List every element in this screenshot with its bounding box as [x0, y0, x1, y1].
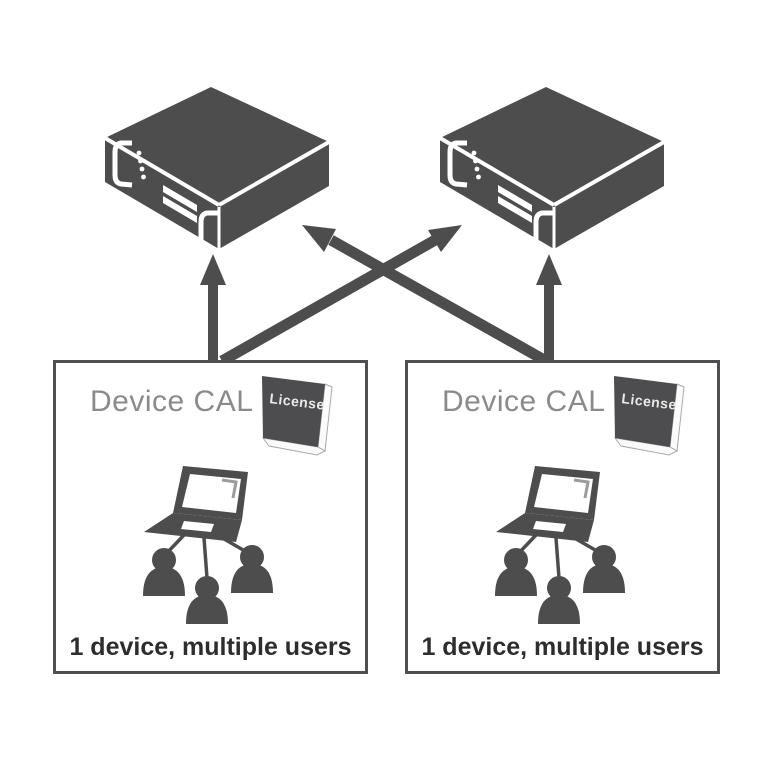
arrow-right-box-to-right-server — [536, 254, 562, 362]
license-booklet-icon: License — [261, 376, 333, 456]
arrowhead — [200, 254, 226, 285]
arrowhead — [302, 225, 336, 252]
laptop-users-icon — [141, 464, 275, 626]
arrow-right-box-to-left-server — [302, 225, 549, 366]
license-label: License — [269, 390, 326, 413]
license-booklet-icon: License — [613, 376, 685, 456]
license-label: License — [621, 390, 678, 413]
device-caption: 1 device, multiple users — [69, 633, 352, 661]
device-caption: 1 device, multiple users — [421, 633, 704, 661]
device-cal-box-1: Device CAL License 1 device, multiple us… — [53, 360, 368, 674]
booklet-page-edge — [261, 437, 327, 456]
arrowhead — [428, 225, 462, 252]
device-cal-label: Device CAL — [90, 385, 254, 418]
booklet-cover — [262, 376, 325, 447]
arrow-left-box-to-right-server — [219, 225, 462, 366]
arrowhead — [536, 254, 562, 285]
arrows — [200, 225, 562, 366]
laptop-icon — [141, 464, 275, 626]
arrow-left-box-to-left-server — [200, 254, 226, 362]
laptop-users-icon — [493, 464, 627, 626]
laptop-icon — [493, 464, 627, 626]
server-icon — [440, 87, 664, 255]
device-cal-box-2: Device CAL License 1 device, multiple us… — [405, 360, 720, 674]
server-icon — [105, 87, 329, 255]
booklet-cover — [614, 376, 677, 447]
booklet-page-edge — [613, 437, 679, 456]
device-cal-label: Device CAL — [442, 385, 606, 418]
